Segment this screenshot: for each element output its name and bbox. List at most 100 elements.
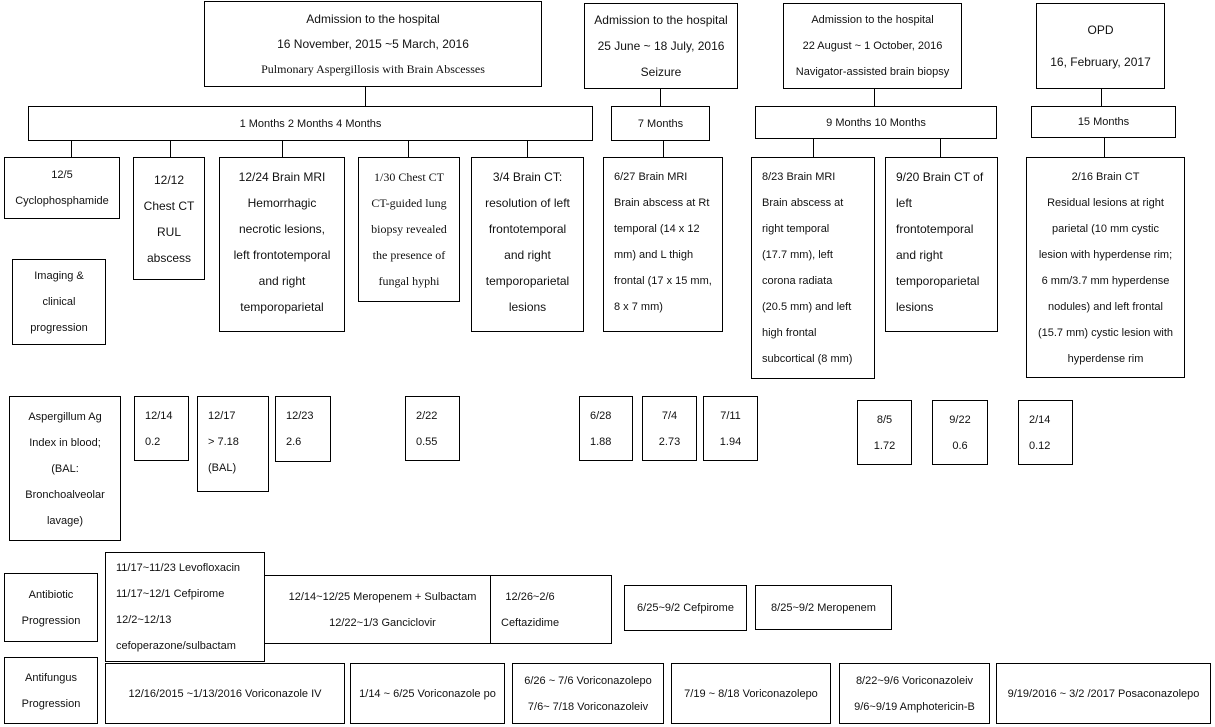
connector-line xyxy=(282,140,283,157)
antifungus-text: 1/14 ~ 6/25 Voriconazole po xyxy=(359,687,496,700)
antifungus-text: 12/16/2015 ~1/13/2016 Voriconazole IV xyxy=(128,687,322,700)
antifungus-box-3: 6/26 ~ 7/6 Voriconazolepo 7/6~ 7/18 Vori… xyxy=(512,663,664,724)
ag-date: 9/22 xyxy=(949,414,971,426)
antibiotic-cell-3: 12/26~2/6 Ceftazidime xyxy=(491,576,559,643)
imaging-text: and right xyxy=(258,274,306,288)
ag-date: 7/11 xyxy=(720,410,741,422)
ag-value: 1.72 xyxy=(873,440,896,452)
admission-1-line-2: 16 November, 2015 ~5 March, 2016 xyxy=(277,36,469,51)
imaging-text: frontotemporal xyxy=(896,222,974,236)
imaging-text: nodules) and left frontal xyxy=(1048,301,1163,313)
imaging-text: high frontal xyxy=(762,327,817,339)
imaging-text: right temporal xyxy=(762,223,830,235)
ag-label-line: lavage) xyxy=(46,514,84,527)
imaging-text: 12/24 Brain MRI xyxy=(238,170,326,184)
antifungus-text: 7/19 ~ 8/18 Voriconazolepo xyxy=(684,687,818,700)
ag-date: 8/5 xyxy=(876,414,893,426)
imaging-text: resolution of left xyxy=(485,196,570,210)
imaging-text: (15.7 mm) cystic lesion with xyxy=(1037,327,1174,339)
connector-line xyxy=(71,140,72,157)
antifungus-text: 8/22~9/6 Voriconazoleiv xyxy=(855,674,974,687)
antibiotic-text: 12/14~12/25 Meropenem + Sulbactam xyxy=(288,590,477,603)
imaging-label-line: clinical xyxy=(42,296,76,308)
imaging-text: CT-guided lung xyxy=(371,196,447,210)
imaging-text: left frontotemporal xyxy=(233,248,331,262)
imaging-text: Brain abscess at xyxy=(762,197,844,209)
antifungus-text: 7/6~ 7/18 Voriconazoleiv xyxy=(527,700,649,713)
antifungus-box-2: 1/14 ~ 6/25 Voriconazole po xyxy=(350,663,505,724)
antifungus-text: 6/26 ~ 7/6 Voriconazolepo xyxy=(524,674,652,687)
imaging-text: and right xyxy=(504,248,551,262)
imaging-text: and right xyxy=(896,248,943,262)
ag-date: 6/28 xyxy=(590,410,612,422)
ag-label-line: (BAL: xyxy=(51,462,79,475)
admission-box-1: Admission to the hospital 16 November, 2… xyxy=(204,1,542,87)
admission-3-line-2: 22 August ~ 1 October, 2016 xyxy=(802,40,943,52)
imaging-text: Brain abscess at Rt xyxy=(614,197,710,209)
month-bar-2-label: 7 Months xyxy=(637,117,684,130)
admission-2-line-3: Seizure xyxy=(640,65,682,79)
imaging-text: left xyxy=(896,196,913,210)
antifungus-label-line: Antifungus xyxy=(25,671,77,684)
admission-box-4: OPD 16, February, 2017 xyxy=(1036,3,1165,89)
imaging-text: 1/30 Chest CT xyxy=(373,170,444,184)
imaging-text: 6 mm/3.7 mm hyperdense xyxy=(1041,275,1170,287)
ag-label-line: Bronchoalveolar xyxy=(25,488,105,501)
imaging-text: temporal (14 x 12 xyxy=(614,223,700,235)
imaging-box-3: 12/24 Brain MRI Hemorrhagic necrotic les… xyxy=(219,157,345,332)
antibiotic-text: cefoperazone/sulbactam xyxy=(116,640,236,652)
antibiotic-text: 11/17~11/23 Levofloxacin xyxy=(116,562,241,574)
month-bar-4-label: 15 Months xyxy=(1077,116,1130,128)
imaging-text: (17.7 mm), left xyxy=(762,249,833,261)
imaging-box-2: 12/12 Chest CT RUL abscess xyxy=(133,157,205,280)
antifungus-text: 9/19/2016 ~ 3/2 /2017 Posaconazolepo xyxy=(1007,687,1200,700)
month-bar-1: 1 Months 2 Months 4 Months xyxy=(28,106,593,141)
antifungus-label: Antifungus Progression xyxy=(4,657,98,724)
imaging-text: 8/23 Brain MRI xyxy=(762,171,836,183)
imaging-text: biopsy revealed xyxy=(371,222,447,236)
antibiotic-text: 11/17~12/1 Cefpirome xyxy=(116,588,225,600)
connector-line xyxy=(1104,137,1105,157)
ag-value: 2.6 xyxy=(286,436,302,448)
imaging-text: abscess xyxy=(146,250,192,265)
admission-3-line-1: Admission to the hospital xyxy=(811,14,934,26)
antifungus-box-1: 12/16/2015 ~1/13/2016 Voriconazole IV xyxy=(105,663,345,724)
antibiotic-text: 12/2~12/13 xyxy=(116,614,172,626)
imaging-label: Imaging & clinical progression xyxy=(12,259,106,345)
antifungus-box-6: 9/19/2016 ~ 3/2 /2017 Posaconazolepo xyxy=(996,663,1211,724)
antibiotic-box-5: 8/25~9/2 Meropenem xyxy=(755,585,892,630)
imaging-text: parietal (10 mm cystic xyxy=(1052,223,1159,235)
admission-1-line-3: Pulmonary Aspergillosis with Brain Absce… xyxy=(261,61,485,76)
connector-line xyxy=(170,140,171,157)
antifungus-box-5: 8/22~9/6 Voriconazoleiv 9/6~9/19 Amphote… xyxy=(839,663,990,724)
ag-note: (BAL) xyxy=(208,462,237,474)
admission-1-line-1: Admission to the hospital xyxy=(306,11,440,26)
antifungus-text: 9/6~9/19 Amphotericin-B xyxy=(854,700,975,713)
connector-line xyxy=(408,140,409,157)
ag-date: 2/22 xyxy=(416,410,438,422)
connector-line xyxy=(660,88,661,106)
imaging-text: RUL xyxy=(156,224,181,239)
ag-label-line: Aspergillum Ag xyxy=(28,410,102,423)
admission-box-2: Admission to the hospital 25 June ~ 18 J… xyxy=(584,3,738,89)
antibiotic-cell-2: 12/14~12/25 Meropenem + Sulbactam 12/22~… xyxy=(265,576,491,643)
imaging-box-4: 1/30 Chest CT CT-guided lung biopsy reve… xyxy=(358,157,460,302)
month-bar-1-label: 1 Months 2 Months 4 Months xyxy=(239,117,382,130)
imaging-text: lesions xyxy=(896,300,934,314)
antibiotic-box-1: 11/17~11/23 Levofloxacin 11/17~12/1 Cefp… xyxy=(105,552,265,662)
ag-value: 0.2 xyxy=(145,436,161,448)
admission-4-line-2: 16, February, 2017 xyxy=(1050,55,1151,69)
imaging-text: 2/16 Brain CT xyxy=(1071,171,1140,183)
ag-box-8: 8/5 1.72 xyxy=(857,400,912,465)
imaging-text: 12/12 xyxy=(153,172,185,187)
antibiotic-row-inner: 12/14~12/25 Meropenem + Sulbactam 12/22~… xyxy=(265,576,611,643)
imaging-text: lesions xyxy=(508,300,547,314)
antibiotic-label-line: Progression xyxy=(21,614,81,627)
ag-date: 12/14 xyxy=(145,410,173,422)
imaging-box-9: 2/16 Brain CT Residual lesions at right … xyxy=(1026,157,1185,378)
admission-3-line-3: Navigator-assisted brain biopsy xyxy=(795,66,950,78)
